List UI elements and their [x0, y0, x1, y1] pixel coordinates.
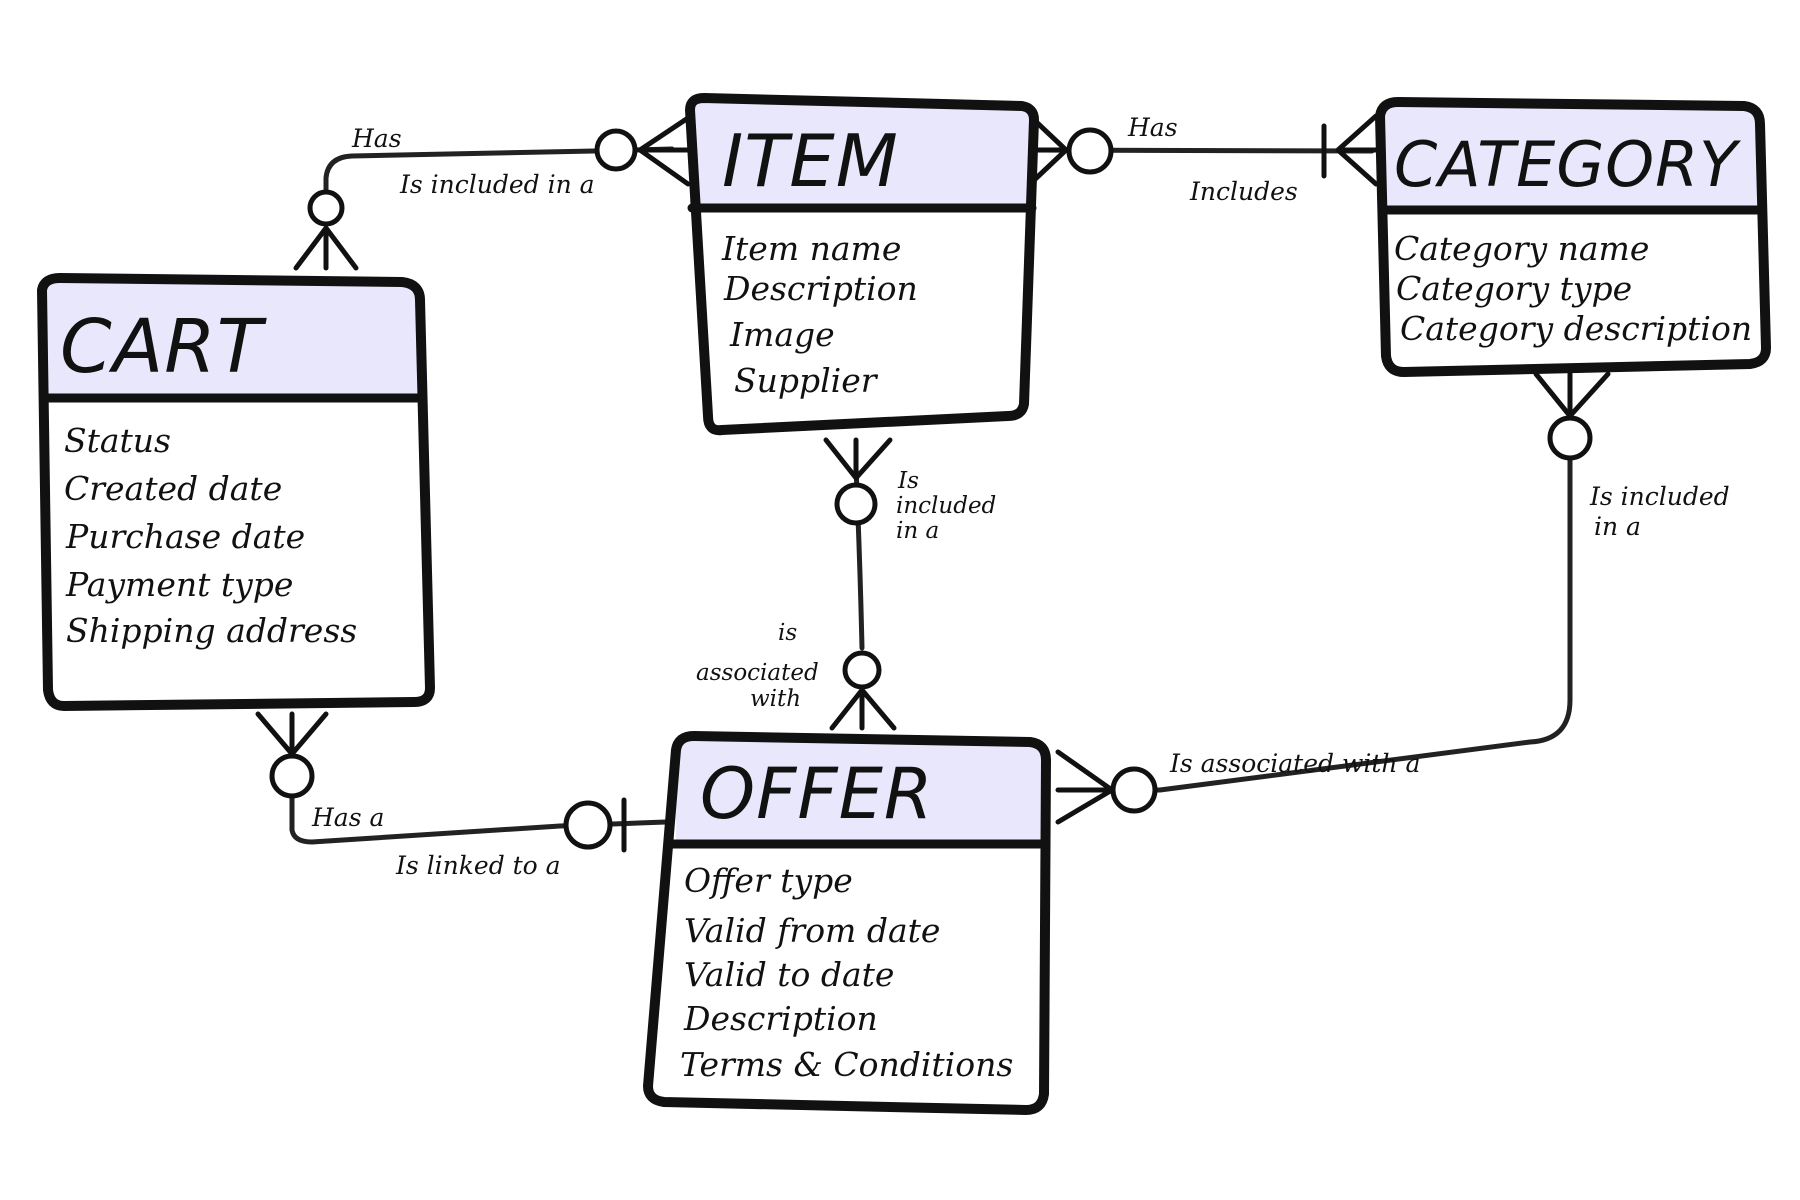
item-header-fill [690, 98, 1034, 206]
label-category-offer-upper: Is included in a [1589, 482, 1738, 541]
label-cart-offer-has: Has a [311, 803, 384, 832]
crow-foot-category-bottom [1533, 371, 1611, 419]
label-item-offer-lower: is associated with [696, 620, 826, 712]
relationship-cart-offer: Has a Is linked to a [255, 711, 669, 880]
crow-foot-item [637, 115, 691, 187]
connector-cart-item [323, 146, 675, 210]
category-header-fill [1380, 102, 1760, 208]
optional-circle-cart-offer-left [269, 753, 315, 799]
crow-foot-item-bottom [823, 437, 893, 481]
optional-circle-item-category [1066, 127, 1114, 175]
optional-circle-category-offer-bottom [1110, 766, 1158, 814]
entity-category: CATEGORY Category name Category type Cat… [1375, 97, 1771, 377]
offer-header-fill [676, 736, 1046, 842]
relationship-item-offer: Is included in a is associated with [696, 437, 1004, 731]
category-title: CATEGORY [1394, 128, 1741, 201]
offer-title: OFFER [700, 753, 934, 835]
relationship-item-category: Has Includes [1027, 113, 1379, 206]
label-item-category-has: Has [1127, 113, 1178, 142]
label-cart-offer-linked: Is linked to a [395, 851, 561, 880]
item-title: ITEM [722, 119, 899, 203]
label-cart-item-included: Is included in a [399, 170, 595, 199]
crow-foot-category [1335, 113, 1379, 187]
cart-header-fill [42, 278, 420, 396]
relationship-cart-item: Has Is included in a [293, 115, 691, 271]
connector-cart-offer [289, 792, 669, 845]
entity-cart: CART Status Created date Purchase date P… [37, 273, 435, 711]
optional-circle-item-offer-top [834, 482, 878, 526]
crow-foot-offer-top [829, 687, 897, 731]
label-cart-item-has: Has [351, 124, 402, 153]
optional-circle-category-offer-top [1547, 415, 1593, 461]
crow-foot-cart-bottom [255, 711, 329, 757]
relationship-category-offer: Is included in a Is associated with a [1055, 371, 1738, 825]
optional-circle-cart-offer-right [563, 800, 613, 850]
item-box [685, 93, 1039, 436]
offer-box [643, 731, 1051, 1115]
offer-attributes: Offer type Valid from date Valid to date… [680, 861, 1013, 1084]
crow-foot-cart [293, 225, 359, 271]
optional-circle-cart-end [307, 189, 345, 227]
label-item-offer-upper: Is included in a [896, 468, 1004, 544]
label-category-offer-lower: Is associated with a [1169, 749, 1420, 778]
cart-attributes: Status Created date Purchase date Paymen… [64, 421, 357, 650]
category-attributes: Category name Category type Category des… [1394, 229, 1752, 348]
item-attributes: Item name Description Image Supplier [721, 229, 928, 400]
optional-circle-item-offer-bottom [842, 650, 882, 690]
connector-category-offer [1117, 452, 1573, 793]
crow-foot-offer-right [1055, 749, 1115, 825]
cart-title: CART [60, 304, 268, 390]
optional-circle-item-end [594, 128, 638, 172]
label-item-category-includes: Includes [1189, 177, 1298, 206]
entity-offer: OFFER Offer type Valid from date Valid t… [643, 731, 1051, 1115]
category-box [1375, 97, 1771, 377]
entity-item: ITEM Item name Description Image Supplie… [685, 93, 1039, 436]
cart-box [37, 273, 435, 711]
